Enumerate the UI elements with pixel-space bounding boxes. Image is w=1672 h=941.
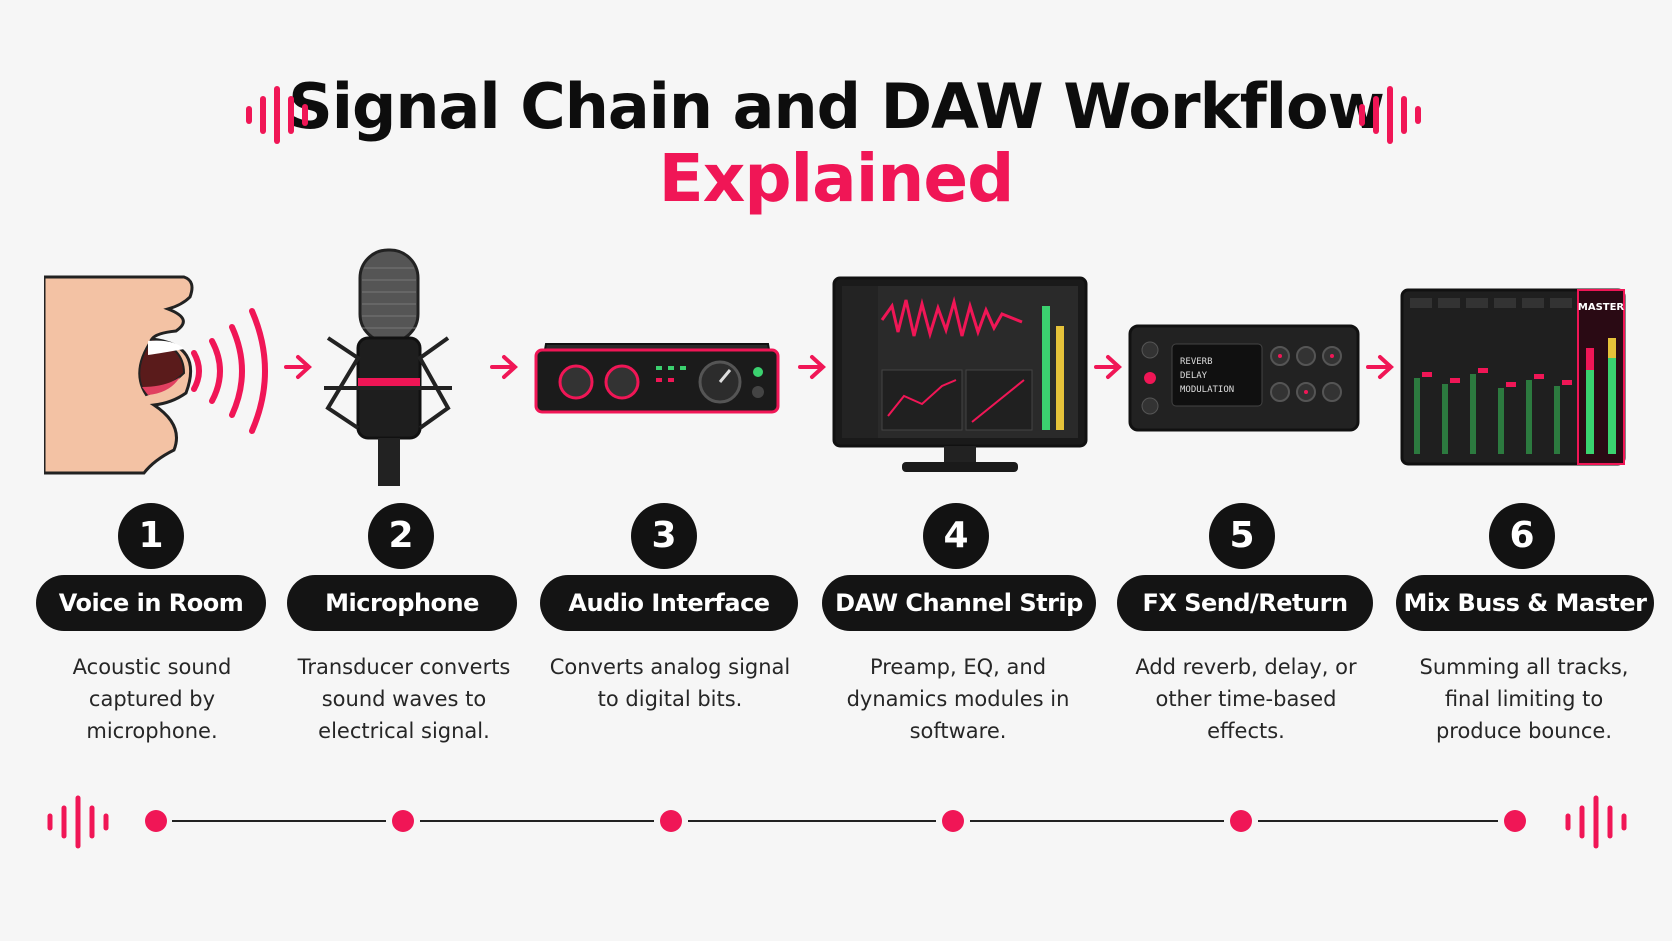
mixer-icon: MASTER xyxy=(1400,288,1626,466)
arrow-right-icon xyxy=(490,355,518,379)
waveform-icon xyxy=(47,795,109,849)
step-2-number: 2 xyxy=(368,503,434,569)
arrow-right-icon xyxy=(798,355,826,379)
daw-monitor-icon xyxy=(832,276,1088,472)
waveform-icon xyxy=(1359,86,1421,144)
step-1-label: Voice in Room xyxy=(36,575,266,631)
step-6-number: 6 xyxy=(1489,503,1555,569)
fx-unit-icon: REVERB DELAY MODULATION xyxy=(1128,324,1360,432)
mouth-icon xyxy=(44,275,268,475)
arrow-right-icon xyxy=(1094,355,1122,379)
step-4-label: DAW Channel Strip xyxy=(822,575,1096,631)
fx-display-line-1: REVERB xyxy=(1180,357,1213,367)
step-5-description: Add reverb, delay, or other time-based e… xyxy=(1135,655,1357,743)
step-2-label: Microphone xyxy=(287,575,517,631)
step-4-number: 4 xyxy=(923,503,989,569)
step-4-description: Preamp, EQ, and dynamics modules in soft… xyxy=(846,655,1070,743)
step-6-description: Summing all tracks, final limiting to pr… xyxy=(1419,655,1629,743)
step-6-label: Mix Buss & Master xyxy=(1396,575,1654,631)
step-5-number: 5 xyxy=(1209,503,1275,569)
step-1-number: 1 xyxy=(118,503,184,569)
step-3-description: Converts analog signal to digital bits. xyxy=(549,655,791,711)
step-3-label: Audio Interface xyxy=(540,575,798,631)
fx-display-line-3: MODULATION xyxy=(1180,385,1234,395)
waveform-icon xyxy=(1565,795,1627,849)
waveform-icon xyxy=(246,86,308,144)
mixer-master-label: MASTER xyxy=(1578,302,1625,313)
audio-interface-icon xyxy=(534,343,780,414)
title-line-2: Explained xyxy=(658,140,1015,217)
arrow-right-icon xyxy=(1366,355,1394,379)
step-5-label: FX Send/Return xyxy=(1117,575,1373,631)
step-2-description: Transducer converts sound waves to elect… xyxy=(297,655,511,743)
step-3-number: 3 xyxy=(631,503,697,569)
microphone-icon xyxy=(324,248,452,486)
fx-display-line-2: DELAY xyxy=(1180,371,1208,381)
title-line-1: Signal Chain and DAW Workflow xyxy=(288,70,1385,143)
timeline xyxy=(145,810,1526,832)
step-1-description: Acoustic sound captured by microphone. xyxy=(72,655,232,743)
arrow-right-icon xyxy=(284,355,312,379)
